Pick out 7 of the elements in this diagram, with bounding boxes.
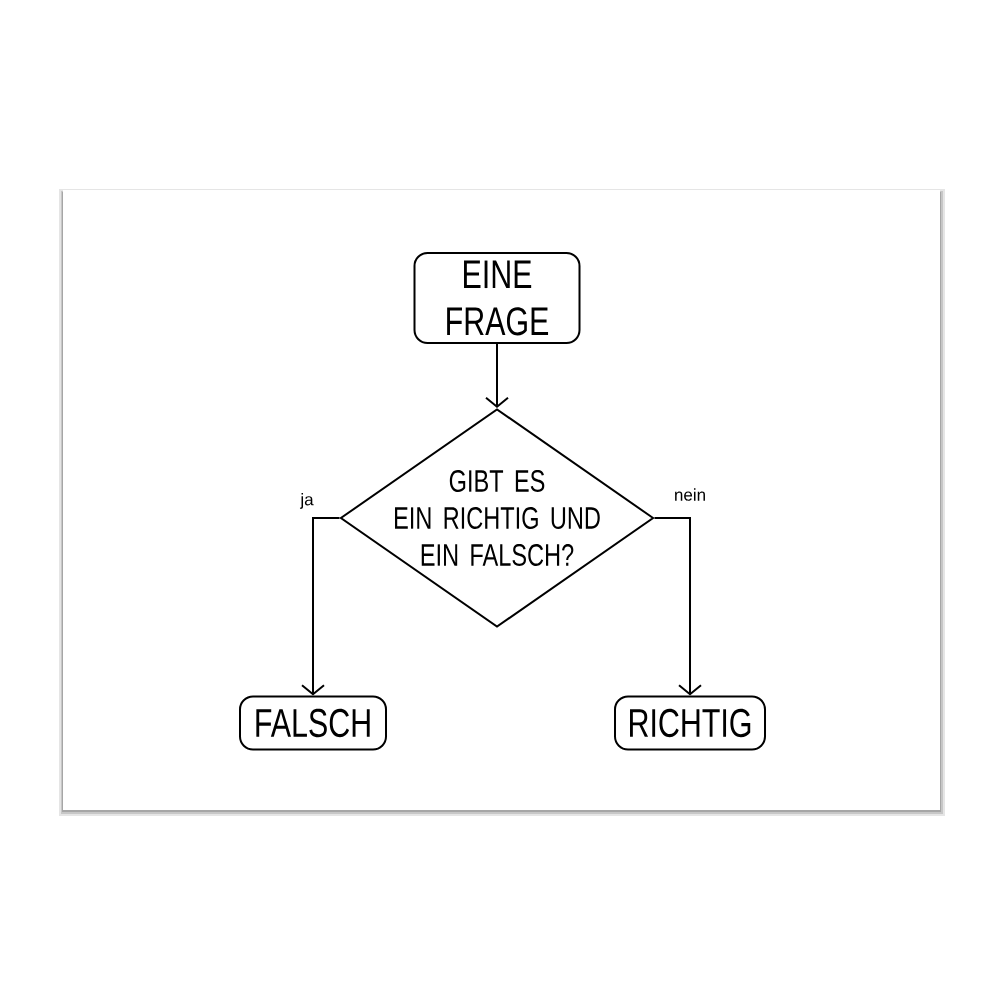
arrow (301, 517, 341, 696)
edge-label: nein (671, 486, 709, 503)
arrow (485, 343, 509, 408)
rounded-box: RICHTIG (614, 695, 766, 751)
rounded-box: FALSCH (239, 695, 387, 751)
arrow (653, 517, 702, 696)
rounded-box: EINE FRAGE (413, 252, 581, 344)
